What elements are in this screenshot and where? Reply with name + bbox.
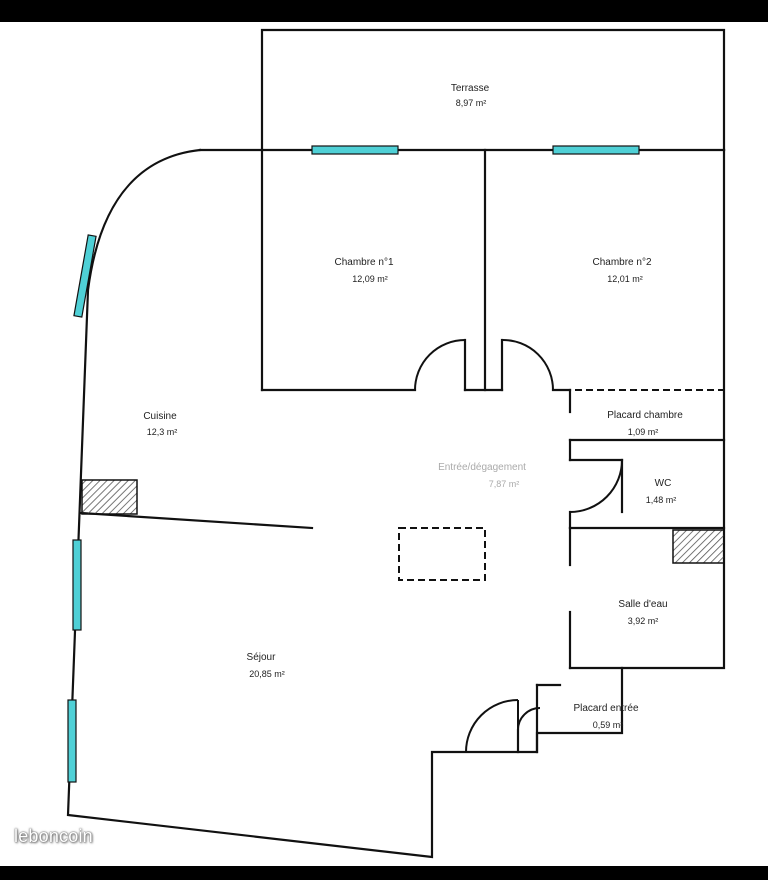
chambre2-name: Chambre n°2 (592, 257, 651, 268)
leboncoin-watermark: leboncoin (14, 826, 93, 846)
placard-entree-name: Placard entrée (573, 703, 638, 714)
chambre1-door-swing (414, 339, 466, 391)
placard-chambre-name: Placard chambre (607, 410, 683, 421)
salle-eau-hatched-shaft (672, 529, 725, 564)
terrasse-walls (260, 28, 726, 152)
front-door-swing (465, 699, 519, 753)
placard-chambre-area: 1,09 m² (628, 427, 659, 437)
walls (66, 28, 726, 859)
cuisine-window (73, 234, 97, 318)
windows (67, 145, 640, 783)
dashed-lines (398, 389, 724, 581)
chambre2-window (552, 145, 640, 155)
chambre2-door-swing (501, 338, 554, 391)
cuisine-hatched-shaft (81, 479, 138, 515)
entree-area: 7,87 m² (489, 479, 520, 489)
bottom-letterbox-bar (0, 866, 768, 880)
doors (414, 338, 623, 753)
entree-name: Entrée/dégagement (438, 462, 526, 473)
chambre1-name: Chambre n°1 (334, 257, 393, 268)
sejour-window-lower (67, 699, 77, 783)
sejour-name: Séjour (247, 652, 277, 663)
terrasse-area: 8,97 m² (456, 98, 487, 108)
dashed-furniture-rect (398, 527, 486, 581)
terrasse-name: Terrasse (451, 83, 490, 94)
top-letterbox-bar (0, 0, 768, 22)
wc-area: 1,48 m² (646, 495, 677, 505)
chambre2-area: 12,01 m² (607, 274, 643, 284)
salle-eau-name: Salle d'eau (618, 599, 667, 610)
cuisine-area: 12,3 m² (147, 427, 178, 437)
hatched-shafts (81, 479, 725, 564)
chambre1-window (311, 145, 399, 155)
cuisine-name: Cuisine (143, 411, 177, 422)
placard-entree-area: 0,59 m² (593, 720, 624, 730)
wc-door-swing (569, 459, 623, 513)
sejour-area: 20,85 m² (249, 669, 285, 679)
cuisine-sejour-partition (79, 511, 314, 530)
salle-eau-area: 3,92 m² (628, 616, 659, 626)
wc-name: WC (655, 478, 672, 489)
room-labels: Terrasse 8,97 m² Chambre n°1 12,09 m² Ch… (143, 83, 683, 730)
chambre1-area: 12,09 m² (352, 274, 388, 284)
sejour-window-upper (72, 539, 82, 631)
